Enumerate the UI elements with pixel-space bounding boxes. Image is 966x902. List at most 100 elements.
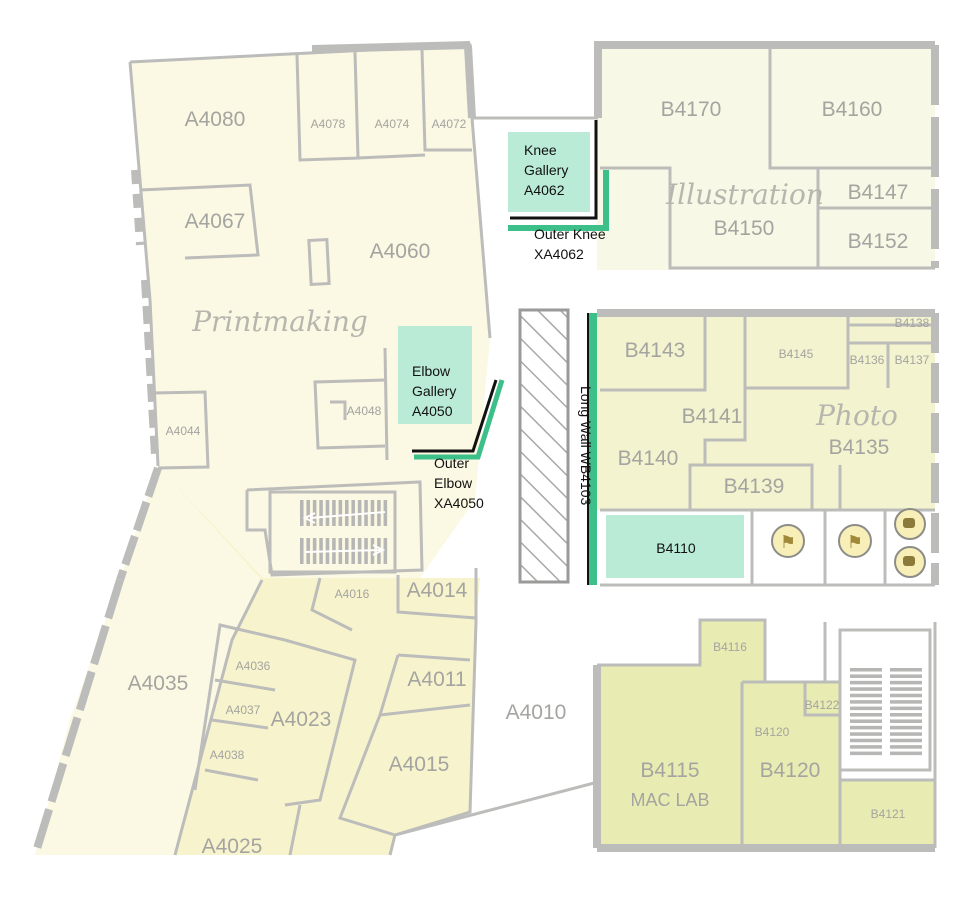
photo-floor <box>597 313 935 510</box>
room-label-a4015: A4015 <box>389 753 450 776</box>
room-label-a4060: A4060 <box>370 240 431 263</box>
outer-knee-wall[interactable] <box>508 170 609 231</box>
room-label-a4072: A4072 <box>432 117 467 131</box>
elbow-gallery-label-1[interactable]: Elbow <box>412 363 451 379</box>
room-label-b4120: B4120 <box>760 759 821 782</box>
room-label-b4121: B4121 <box>871 807 906 821</box>
stair-tread <box>332 500 336 526</box>
wall <box>357 153 426 160</box>
room-label-a4036: A4036 <box>236 659 271 673</box>
wall <box>131 169 144 246</box>
stair-tread <box>850 674 882 678</box>
room-label-b4145: B4145 <box>779 347 814 361</box>
wall <box>204 768 259 782</box>
b4110-room[interactable] <box>606 515 744 578</box>
room-label-a4025: A4025 <box>202 835 263 858</box>
stair-tread <box>850 680 882 685</box>
elbow-gallery-label-2[interactable]: Gallery <box>412 383 456 399</box>
wall <box>600 315 707 392</box>
wall <box>245 480 424 577</box>
outer-elbow-label-2[interactable]: Elbow <box>434 475 473 491</box>
wall <box>688 463 814 510</box>
knee-gallery[interactable] <box>508 132 590 212</box>
stair-tread <box>890 725 922 730</box>
stairwell <box>268 490 397 574</box>
wall <box>211 718 269 730</box>
stair-tread <box>890 745 922 749</box>
stair-tread <box>850 745 882 749</box>
knee-gallery-wall[interactable] <box>510 120 598 220</box>
room-label-a4035: A4035 <box>128 672 189 695</box>
elbow-gallery-label-3[interactable]: A4050 <box>412 403 453 419</box>
knee-gallery-label-2[interactable]: Gallery <box>524 162 568 178</box>
stair-tread <box>890 700 922 704</box>
outer-knee-label-2[interactable]: XA4062 <box>534 246 584 262</box>
room-label-a4023: A4023 <box>271 708 332 731</box>
stair-tread <box>890 693 922 698</box>
room-label-b4110[interactable]: B4110 <box>656 540 696 556</box>
dept-label-photo: Photo <box>815 399 898 432</box>
stair-tread <box>850 668 882 672</box>
wall <box>420 49 472 152</box>
stair-tread <box>383 538 388 564</box>
stair-tread <box>850 738 882 743</box>
knee-gallery-label-1[interactable]: Knee <box>524 142 557 158</box>
room-label-a4014: A4014 <box>407 579 468 602</box>
stair-tread <box>890 687 922 691</box>
wall <box>388 568 478 856</box>
long-wall-label[interactable]: Long Wall WB4103 <box>578 386 594 506</box>
outer-elbow-label-1[interactable]: Outer <box>434 455 469 471</box>
wall <box>193 623 286 791</box>
room-label-b4147: B4147 <box>848 181 909 204</box>
stair-tread <box>306 500 310 526</box>
room-label-a4016: A4016 <box>335 587 370 601</box>
wall <box>288 804 302 856</box>
wall <box>597 618 767 682</box>
stair-tread <box>890 680 922 685</box>
room-label-b4139: B4139 <box>724 475 785 498</box>
room-label-b4140: B4140 <box>618 447 679 470</box>
elbow-gallery-wall[interactable] <box>412 379 498 453</box>
stair-tread <box>351 500 355 526</box>
outer-elbow-wall[interactable] <box>414 379 505 460</box>
room-label-a4080: A4080 <box>185 108 246 131</box>
wall <box>295 54 361 162</box>
person-icon: ⚑ <box>771 524 805 558</box>
room-label-b4136: B4136 <box>850 353 885 367</box>
stair-tread <box>850 700 882 704</box>
wall <box>803 682 840 717</box>
room-label-b4137: B4137 <box>895 353 930 367</box>
room-label-a4048: A4048 <box>347 404 382 418</box>
wall <box>394 780 599 837</box>
room-label-a4044: A4044 <box>166 424 201 438</box>
wall <box>470 117 492 339</box>
illustration-floor <box>597 45 935 270</box>
outer-elbow-label-3[interactable]: XA4050 <box>434 495 484 511</box>
room-label-a4010: A4010 <box>506 701 567 724</box>
elbow-gallery[interactable] <box>398 326 472 424</box>
wall <box>128 61 160 467</box>
wall <box>600 166 935 270</box>
stair-tread <box>890 668 922 672</box>
stair-tread <box>338 500 343 526</box>
svg-text:⚑: ⚑ <box>780 532 796 553</box>
stair-tread <box>850 719 882 723</box>
room-label-b4115: B4115 <box>640 759 699 782</box>
stair-tread <box>300 500 304 526</box>
long-wall[interactable] <box>589 313 597 585</box>
room-label-b4152: B4152 <box>848 230 909 253</box>
dept-label-illustration: Illustration <box>665 178 824 211</box>
room-label-b4170: B4170 <box>661 98 722 121</box>
a4035-floor <box>35 466 262 855</box>
knee-gallery-label-3[interactable]: A4062 <box>524 182 565 198</box>
wall <box>353 51 360 159</box>
outer-knee-label-1[interactable]: Outer Knee <box>534 226 606 242</box>
wall <box>397 653 471 662</box>
room-label-a4037: A4037 <box>226 703 261 717</box>
room-label-b4143: B4143 <box>625 339 686 362</box>
room-label-a4074: A4074 <box>375 117 410 131</box>
wall <box>151 390 210 470</box>
stair-tread <box>850 725 882 730</box>
